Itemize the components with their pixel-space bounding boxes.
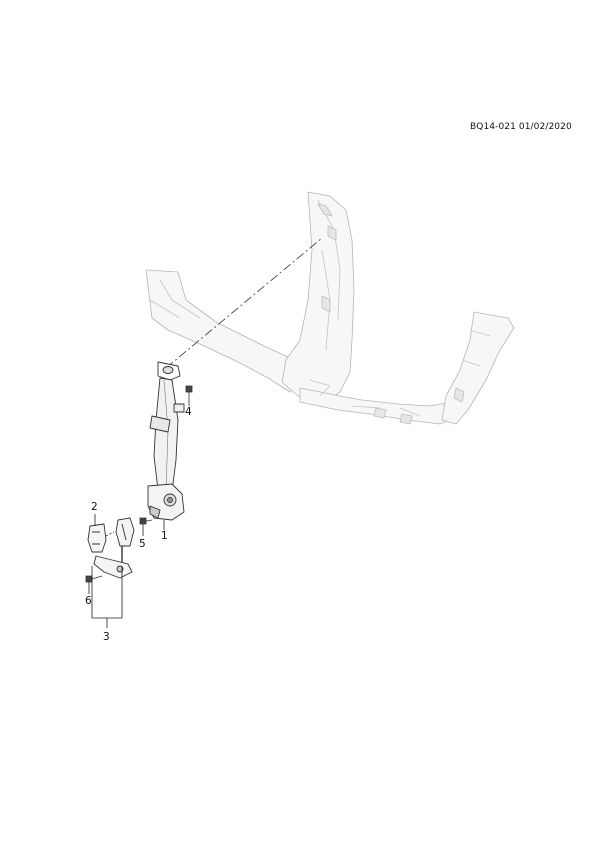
callout-6: 6	[85, 595, 92, 607]
callout-5: 5	[139, 538, 146, 550]
document-reference-code: BQ14-021 01/02/2020	[470, 122, 572, 132]
seat-belt-assembly	[147, 361, 185, 521]
callout-leaders	[88, 400, 190, 628]
callout-3: 3	[103, 631, 110, 643]
vehicle-body-structure	[145, 191, 515, 425]
callout-1: 1	[161, 530, 168, 542]
part-4-bolt	[185, 385, 193, 400]
part-6-bolt	[85, 575, 103, 583]
part-5-bolt	[139, 517, 153, 525]
callout-4: 4	[185, 406, 192, 418]
part-2-bracket	[87, 523, 115, 553]
callout-2: 2	[91, 501, 98, 513]
part-3-height-adjuster	[93, 517, 135, 579]
